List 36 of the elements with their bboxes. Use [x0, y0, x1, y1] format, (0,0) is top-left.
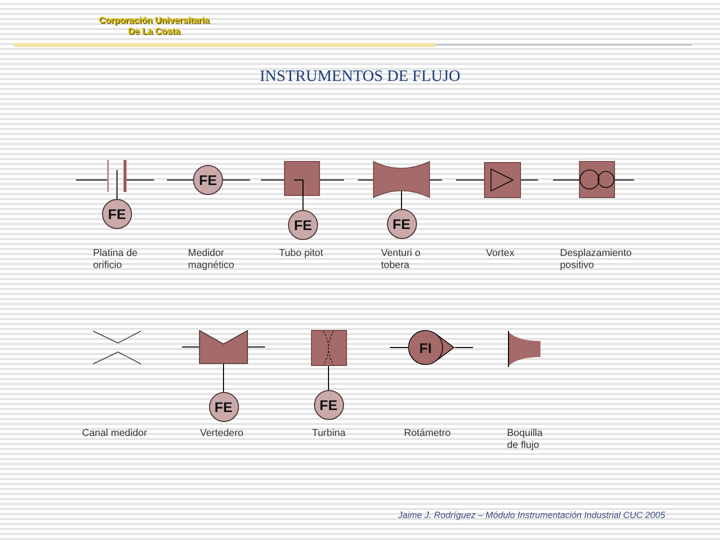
- orifice-plate-symbol: [105, 159, 128, 193]
- symbol-caption: Boquilla de flujo: [507, 428, 544, 452]
- instrument-tag: FE: [320, 398, 338, 412]
- rotameter-symbol: [408, 330, 455, 365]
- symbol-caption: Platina de orificio: [93, 248, 138, 272]
- vortex-meter-symbol: [484, 162, 521, 198]
- turbine-meter-symbol: [311, 330, 347, 366]
- symbol-caption: Rotámetro: [404, 428, 452, 440]
- instrument-tag: FE: [108, 207, 126, 221]
- flow-nozzle-symbol: [508, 331, 541, 367]
- pitot-tube-symbol: [284, 161, 320, 196]
- leader-line: [302, 196, 304, 210]
- instrument-tag: FE: [214, 400, 232, 414]
- leader-line: [223, 364, 224, 392]
- leader-line: [328, 366, 329, 390]
- symbol-caption: Vertedero: [200, 428, 244, 440]
- institution-name: Corporación Universitaria De La Costa: [98, 15, 210, 37]
- symbol-caption: Medidor magnético: [188, 248, 235, 272]
- instrument-tag: FI: [419, 340, 432, 354]
- symbol-caption: Tubo pitot: [279, 248, 324, 260]
- symbol-caption: Venturi o tobera: [381, 248, 421, 272]
- symbol-caption: Desplazamiento positivo: [560, 248, 633, 272]
- positive-displacement-meter-symbol: [579, 161, 615, 198]
- flume-symbol: [93, 330, 141, 365]
- symbol-caption: Turbina: [312, 428, 347, 440]
- instrument-tag: FE: [294, 218, 312, 232]
- weir-symbol: [199, 330, 248, 364]
- slide-title: INSTRUMENTOS DE FLUJO: [260, 68, 460, 86]
- leader-line: [401, 190, 402, 210]
- venturi-tube-symbol: [373, 161, 430, 198]
- leader-line: [116, 192, 118, 200]
- instrument-tag: FE: [392, 217, 410, 231]
- author-footer: Jaime J. Rodríguez – Módulo Instrumentación Industrial CUC 2005: [398, 510, 666, 521]
- symbol-caption: Canal medidor: [82, 428, 148, 440]
- instrument-tag: FE: [199, 173, 217, 187]
- symbol-caption: Vortex: [486, 248, 515, 260]
